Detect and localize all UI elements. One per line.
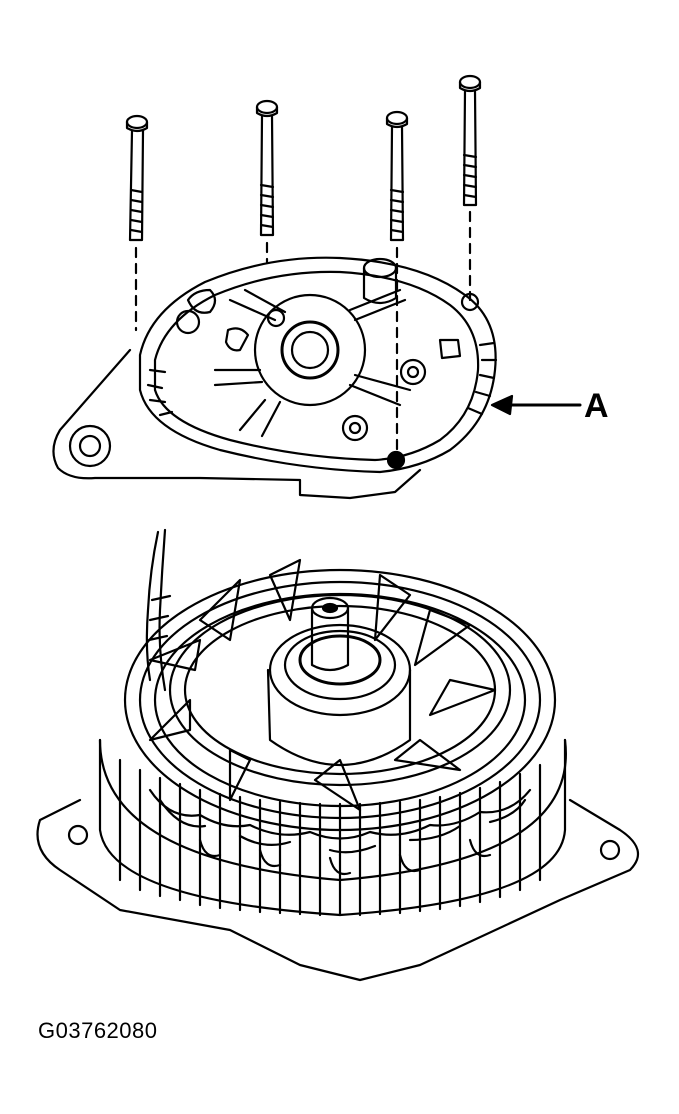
end-frame-housing [52, 256, 498, 500]
callout-arrow [490, 394, 582, 416]
figure-id: G03762080 [38, 1018, 158, 1043]
callout-label-a: A [584, 387, 609, 425]
stator-rotor-assembly [36, 528, 640, 982]
through-bolt-1 [125, 114, 149, 332]
through-bolt-4 [458, 74, 482, 302]
through-bolt-2 [255, 99, 279, 264]
